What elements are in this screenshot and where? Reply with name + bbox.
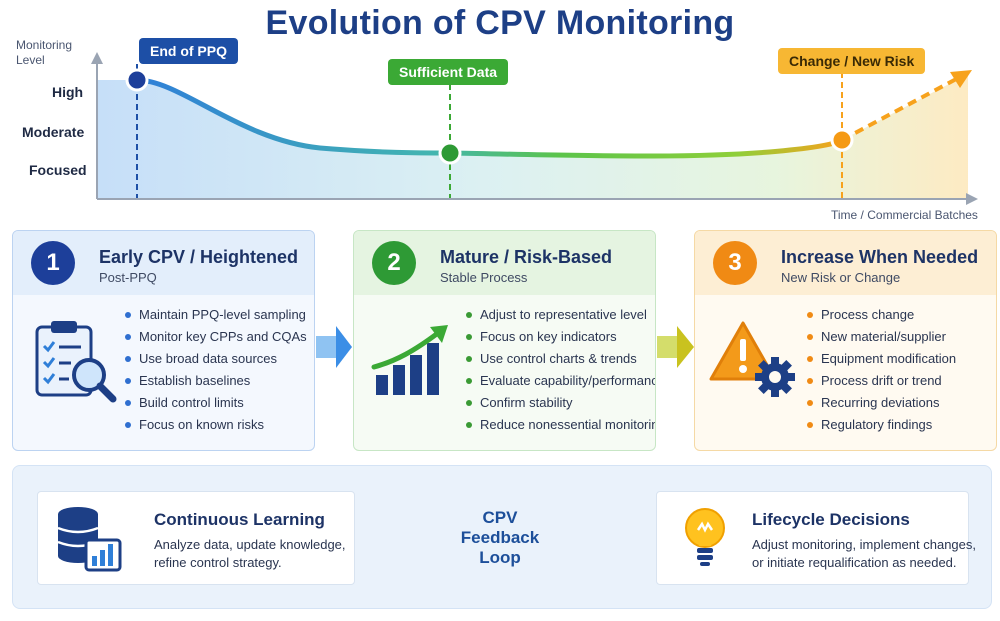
x-axis-label: Time / Commercial Batches bbox=[831, 208, 978, 222]
rising-bar-chart-icon bbox=[371, 325, 448, 395]
stage-number: 1 bbox=[31, 241, 75, 285]
level-high: High bbox=[52, 84, 84, 100]
marker-end-of-ppq: End of PPQ bbox=[139, 38, 238, 64]
stage-number: 3 bbox=[713, 241, 757, 285]
y-axis-arrow bbox=[91, 52, 103, 64]
list-item: Use control charts & trends bbox=[466, 348, 655, 370]
list-item: Use broad data sources bbox=[125, 348, 307, 370]
ppq-point bbox=[125, 68, 149, 92]
list-item: New material/supplier bbox=[807, 326, 956, 348]
clipboard-magnifier-icon bbox=[35, 321, 117, 403]
stage-item-list: Adjust to representative level Focus on … bbox=[466, 304, 655, 436]
card-description-line-2: refine control strategy. bbox=[154, 555, 282, 570]
list-item: Adjust to representative level bbox=[466, 304, 655, 326]
level-focused: Focused bbox=[29, 162, 87, 178]
stage-item-list: Maintain PPQ-level sampling Monitor key … bbox=[125, 304, 307, 436]
list-item: Process drift or trend bbox=[807, 370, 956, 392]
stage-body: Process change New material/supplier Equ… bbox=[695, 295, 996, 450]
list-item: Equipment modification bbox=[807, 348, 956, 370]
card-description-line-1: Adjust monitoring, implement changes, bbox=[752, 537, 977, 552]
marker-sufficient-data: Sufficient Data bbox=[388, 59, 509, 85]
stage-header: 1 Early CPV / Heightened Post-PPQ bbox=[13, 231, 314, 295]
lightbulb-icon bbox=[685, 508, 725, 566]
list-item: Monitor key CPPs and CQAs bbox=[125, 326, 307, 348]
stage-subtitle: New Risk or Change bbox=[781, 270, 901, 285]
stage-arrow-2 bbox=[657, 326, 694, 368]
page-title: Evolution of CPV Monitoring bbox=[265, 4, 735, 42]
stage-increase-when-needed: 3 Increase When Needed New Risk or Chang… bbox=[694, 230, 997, 451]
marker-change-new-risk: Change / New Risk bbox=[778, 48, 926, 74]
list-item: Confirm stability bbox=[466, 392, 655, 414]
database-chart-icon bbox=[57, 507, 122, 572]
sufficient-point bbox=[438, 141, 462, 165]
stage-early-cpv: 1 Early CPV / Heightened Post-PPQ Mainta… bbox=[12, 230, 315, 451]
change-point bbox=[830, 128, 854, 152]
list-item: Reduce nonessential monitoring bbox=[466, 414, 655, 436]
rising-trend-arrow bbox=[950, 70, 972, 88]
stage-body: Maintain PPQ-level sampling Monitor key … bbox=[13, 295, 314, 450]
stage-subtitle: Stable Process bbox=[440, 270, 528, 285]
list-item: Maintain PPQ-level sampling bbox=[125, 304, 307, 326]
stage-body: Adjust to representative level Focus on … bbox=[354, 295, 655, 450]
stage-header: 2 Mature / Risk-Based Stable Process bbox=[354, 231, 655, 295]
stage-arrow-1 bbox=[316, 326, 352, 368]
list-item: Recurring deviations bbox=[807, 392, 956, 414]
stage-subtitle: Post-PPQ bbox=[99, 270, 157, 285]
card-description-line-1: Analyze data, update knowledge, bbox=[154, 537, 346, 552]
stage-title: Mature / Risk-Based bbox=[440, 247, 613, 267]
y-axis-label: Monitoring Level bbox=[16, 38, 73, 67]
list-item: Focus on key indicators bbox=[466, 326, 655, 348]
stage-mature-risk-based: 2 Mature / Risk-Based Stable Process Adj… bbox=[353, 230, 656, 451]
stage-title: Increase When Needed bbox=[781, 247, 979, 267]
warning-gear-icon bbox=[709, 321, 795, 397]
level-moderate: Moderate bbox=[22, 124, 85, 140]
stage-title: Early CPV / Heightened bbox=[99, 247, 299, 267]
stage-number: 2 bbox=[372, 241, 416, 285]
rising-trend-line bbox=[841, 75, 961, 142]
stage-header: 3 Increase When Needed New Risk or Chang… bbox=[695, 231, 996, 295]
list-item: Evaluate capability/performance bbox=[466, 370, 655, 392]
list-item: Regulatory findings bbox=[807, 414, 956, 436]
stage-item-list: Process change New material/supplier Equ… bbox=[807, 304, 956, 436]
list-item: Establish baselines bbox=[125, 370, 307, 392]
feedback-loop-label: CPV Feedback Loop bbox=[460, 508, 540, 567]
list-item: Focus on known risks bbox=[125, 414, 307, 436]
continuous-learning-card: Continuous Learning Analyze data, update… bbox=[37, 491, 355, 585]
list-item: Process change bbox=[807, 304, 956, 326]
x-axis-arrow bbox=[966, 193, 978, 205]
card-title: Lifecycle Decisions bbox=[752, 510, 910, 529]
card-description-line-2: or initiate requalification as needed. bbox=[752, 555, 957, 570]
card-title: Continuous Learning bbox=[154, 510, 325, 529]
list-item: Build control limits bbox=[125, 392, 307, 414]
lifecycle-decisions-card: Lifecycle Decisions Adjust monitoring, i… bbox=[656, 491, 976, 585]
curve-area bbox=[98, 74, 968, 198]
